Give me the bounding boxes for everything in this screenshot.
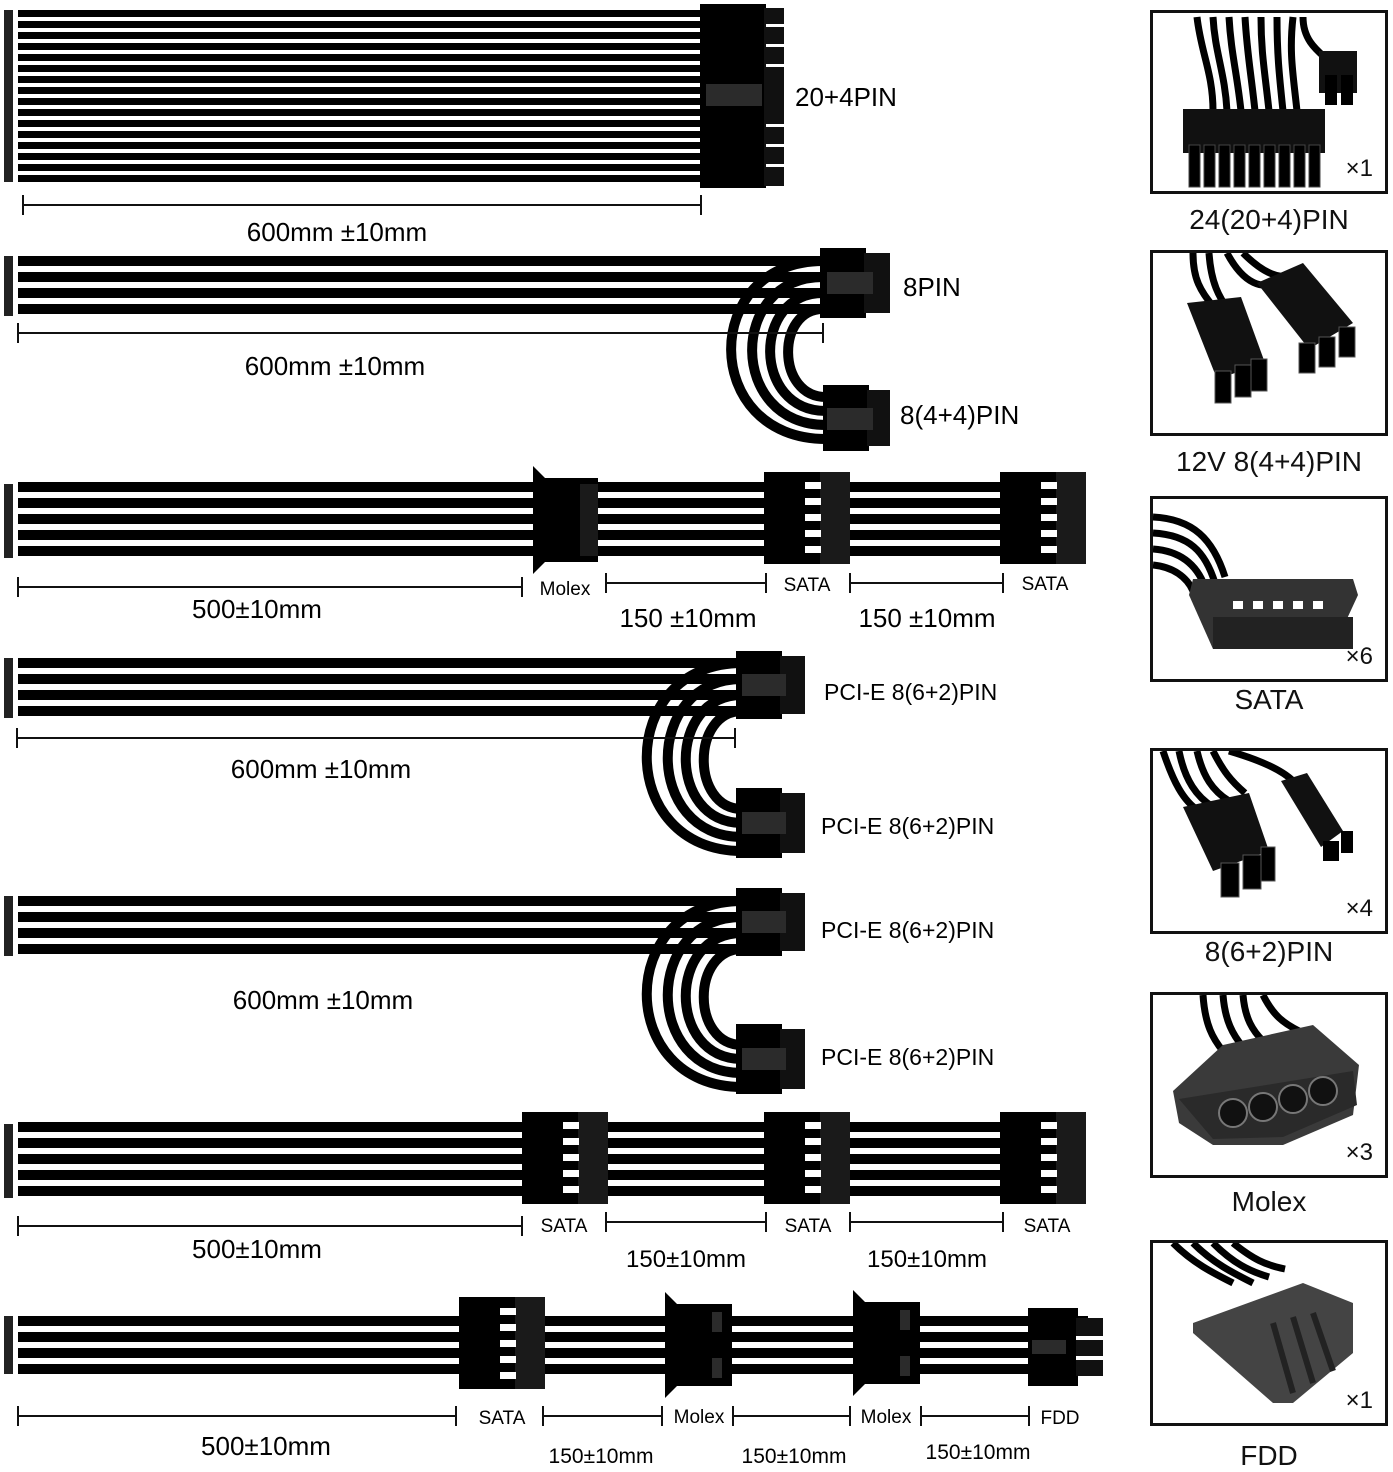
connector-label: Molex [861, 1407, 912, 1428]
connector-label: Molex [540, 579, 591, 600]
length-label: 150±10mm [926, 1441, 1031, 1464]
atx-24pin-connector-icon [1183, 16, 1357, 188]
connector-label: SATA [784, 575, 831, 596]
connector-panel-label: FDD [1240, 1440, 1298, 1471]
cable-sleeve-end [4, 484, 13, 558]
connector-panel-pcie: ×4 [1150, 748, 1388, 934]
pcie-8pin-connector [736, 888, 805, 956]
connector-panel-label: Molex [1231, 1186, 1307, 1217]
eps-4plus4-connector [823, 385, 890, 451]
pcie-8pin-connector [736, 788, 805, 858]
quantity-badge: ×1 [1345, 155, 1373, 182]
quantity-badge: ×6 [1345, 643, 1373, 670]
fdd-connector-icon [1170, 1243, 1353, 1403]
connector-panel-fdd: ×1 [1150, 1240, 1388, 1426]
connector-label: 8(4+4)PIN [900, 400, 1019, 430]
connector-label: 20+4PIN [795, 82, 897, 112]
cable-sleeve-end [4, 1316, 13, 1374]
connector-label: FDD [1040, 1408, 1079, 1429]
connector-panel-label: SATA [1234, 684, 1304, 715]
molex-connector [533, 466, 598, 574]
sata-connector [459, 1297, 545, 1389]
length-label: 150 ±10mm [858, 603, 995, 633]
connector-label: SATA [479, 1408, 526, 1429]
cable-atx-24pin: 20+4PIN 600mm ±10mm [4, 4, 897, 247]
quantity-badge: ×3 [1345, 1139, 1373, 1166]
quantity-badge: ×4 [1345, 895, 1373, 922]
cable-peripheral-1: Molex SATA SATA 500±10mm 150 ±10mm 150 ±… [4, 466, 1086, 633]
length-label: 150 ±10mm [619, 603, 756, 633]
connector-label: SATA [1024, 1216, 1071, 1237]
wire-bundle [18, 658, 742, 716]
connector-panel-label: 12V 8(4+4)PIN [1176, 446, 1362, 477]
length-label: 600mm ±10mm [233, 985, 413, 1015]
cable-sleeve-end [4, 658, 13, 718]
length-label: 150±10mm [742, 1445, 847, 1468]
wire-loop [726, 256, 827, 444]
cable-pcie-2: PCI-E 8(6+2)PIN PCI-E 8(6+2)PIN 600mm ±1… [4, 888, 994, 1094]
sata-connector-icon [1153, 513, 1358, 649]
length-label: 600mm ±10mm [245, 351, 425, 381]
eps-8pin-connector-icon [1187, 253, 1356, 404]
atx-24pin-connector [700, 4, 784, 188]
eps-8pin-connector [820, 248, 890, 318]
wire-bundle [18, 1316, 1088, 1374]
connector-label: SATA [1022, 574, 1069, 595]
cable-sleeve-end [4, 1124, 13, 1198]
wire-bundle [18, 896, 742, 954]
sata-connector [522, 1112, 608, 1204]
cable-eps-8pin: 8PIN 8(4+4)PIN 600mm ±10mm [4, 248, 1019, 451]
connector-panel-label: 8(6+2)PIN [1204, 936, 1334, 967]
length-label: 600mm ±10mm [247, 217, 427, 247]
connector-label: PCI-E 8(6+2)PIN [824, 679, 997, 705]
pcie-8pin-connector [736, 1024, 805, 1094]
length-label: 150±10mm [626, 1246, 746, 1273]
connector-panel-molex: ×3 [1150, 992, 1388, 1178]
molex-connector [853, 1290, 920, 1396]
pcie-8pin-connector-icon [1159, 751, 1353, 898]
wire-loop [641, 658, 743, 856]
length-label: 500±10mm [201, 1431, 331, 1461]
cable-peripheral-2: SATA Molex Molex FDD 500±10mm 150±10mm 1… [4, 1290, 1103, 1468]
molex-connector-icon [1173, 995, 1359, 1145]
fdd-connector [1028, 1308, 1103, 1386]
connector-label: 8PIN [903, 272, 961, 302]
sata-connector [1000, 1112, 1086, 1204]
connector-panel-eps [1150, 250, 1388, 436]
cable-sleeve-end [4, 10, 13, 182]
length-label: 500±10mm [192, 1234, 322, 1264]
connector-panel-atx: ×1 [1150, 10, 1388, 194]
connector-label: SATA [541, 1216, 588, 1237]
length-label: 150±10mm [549, 1445, 654, 1468]
wire-loop [641, 896, 743, 1092]
cable-sleeve-end [4, 896, 13, 956]
connector-panel-sata: ×6 [1150, 496, 1388, 682]
molex-connector [665, 1292, 732, 1398]
sata-connector [764, 472, 850, 564]
length-label: 150±10mm [867, 1246, 987, 1273]
cable-sata-chain: SATA SATA SATA 500±10mm 150±10mm 150±10m… [4, 1112, 1086, 1273]
sata-connector [1000, 472, 1086, 564]
wire-bundle [18, 256, 823, 314]
connector-panel-label: 24(20+4)PIN [1189, 204, 1349, 235]
wire-bundle [18, 10, 703, 182]
cable-diagram: 20+4PIN 600mm ±10mm 8PIN 8(4+4)PIN [4, 4, 1103, 1468]
length-label: 500±10mm [192, 594, 322, 624]
connector-label: SATA [785, 1216, 832, 1237]
sata-connector [764, 1112, 850, 1204]
quantity-badge: ×1 [1345, 1387, 1373, 1414]
connector-label: Molex [674, 1407, 725, 1428]
connector-label: PCI-E 8(6+2)PIN [821, 813, 994, 839]
connector-label: PCI-E 8(6+2)PIN [821, 917, 994, 943]
cable-sleeve-end [4, 256, 13, 316]
cable-pcie-1: PCI-E 8(6+2)PIN PCI-E 8(6+2)PIN 600mm ±1… [4, 651, 997, 858]
pcie-8pin-connector [736, 651, 805, 719]
length-label: 600mm ±10mm [231, 754, 411, 784]
connector-label: PCI-E 8(6+2)PIN [821, 1044, 994, 1070]
